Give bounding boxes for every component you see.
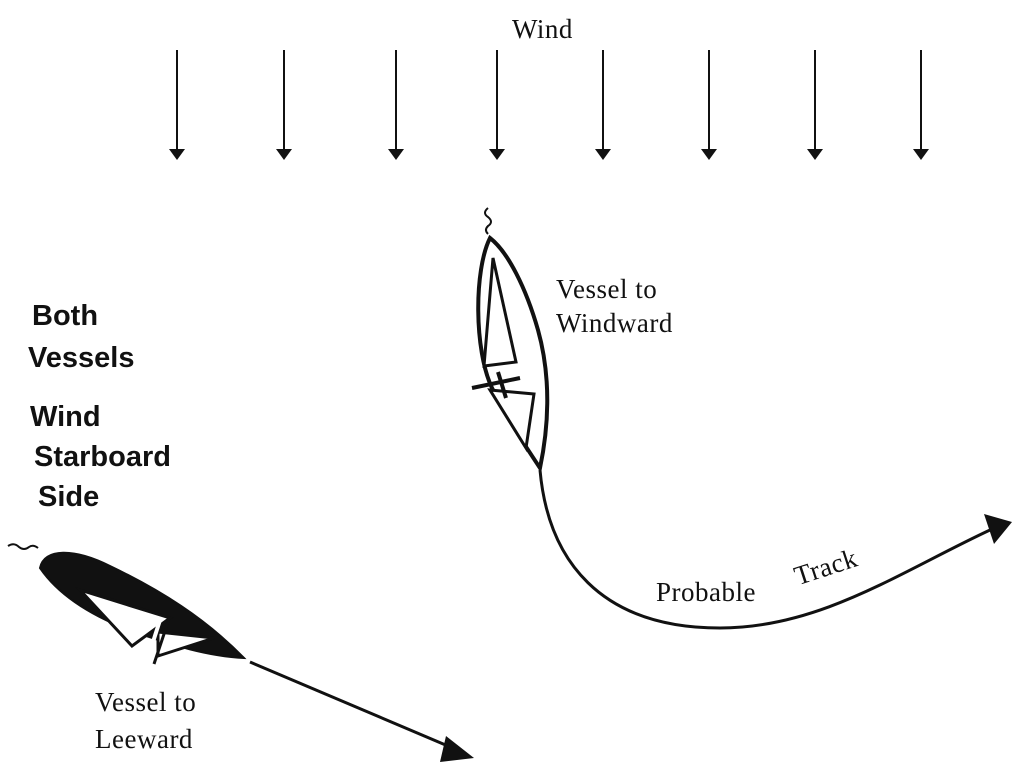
leeward-vessel-label: Vessel to Leeward <box>95 684 196 758</box>
leeward-vessel-label-line2: Leeward <box>95 724 193 754</box>
windward-vessel-boom <box>471 376 521 390</box>
windward-vessel-mast <box>496 371 508 399</box>
wind-arrow <box>913 50 929 160</box>
leeward-vessel-course <box>249 660 456 751</box>
rule-text-line5: Side <box>38 481 100 513</box>
probable-track <box>538 469 1012 630</box>
wind-arrow <box>701 50 717 160</box>
leeward-vessel-hull <box>38 551 247 660</box>
leeward-vessel-pennant <box>7 543 39 550</box>
wind-arrow <box>807 50 823 160</box>
wind-arrow <box>489 50 505 160</box>
rule-text-line3: Wind <box>30 401 101 433</box>
rule-text-line2: Vessels <box>28 342 135 374</box>
leeward-vessel-mainsail <box>75 586 174 649</box>
wind-label: Wind <box>512 14 573 44</box>
windward-vessel-label-line1: Vessel to <box>556 274 658 304</box>
wind-arrow <box>276 50 292 160</box>
leeward-vessel-course-arrowhead <box>440 736 474 762</box>
leeward-vessel <box>7 543 474 762</box>
wind-arrow <box>169 50 185 160</box>
windward-vessel-jib <box>487 388 536 453</box>
windward-vessel-mainsail <box>482 257 518 368</box>
rule-text: Both Vessels Wind Starboard Side <box>28 302 171 512</box>
wind-arrows <box>169 50 929 160</box>
leeward-vessel-jib <box>156 630 215 659</box>
rule-text-line4: Starboard <box>34 441 171 473</box>
windward-vessel <box>471 207 550 474</box>
windward-vessel-label-line2: Windward <box>556 308 673 338</box>
track-label-probable: Probable <box>656 577 756 607</box>
leeward-vessel-mast <box>152 621 170 665</box>
wind-arrow <box>595 50 611 160</box>
leeward-vessel-boom <box>144 619 162 665</box>
track-arrowhead <box>984 514 1012 544</box>
windward-vessel-pennant <box>484 207 492 235</box>
rule-text-line1: Both <box>32 300 99 332</box>
leeward-vessel-label-line1: Vessel to <box>95 687 197 717</box>
wind-arrow <box>388 50 404 160</box>
windward-vessel-label: Vessel to Windward <box>556 272 673 340</box>
